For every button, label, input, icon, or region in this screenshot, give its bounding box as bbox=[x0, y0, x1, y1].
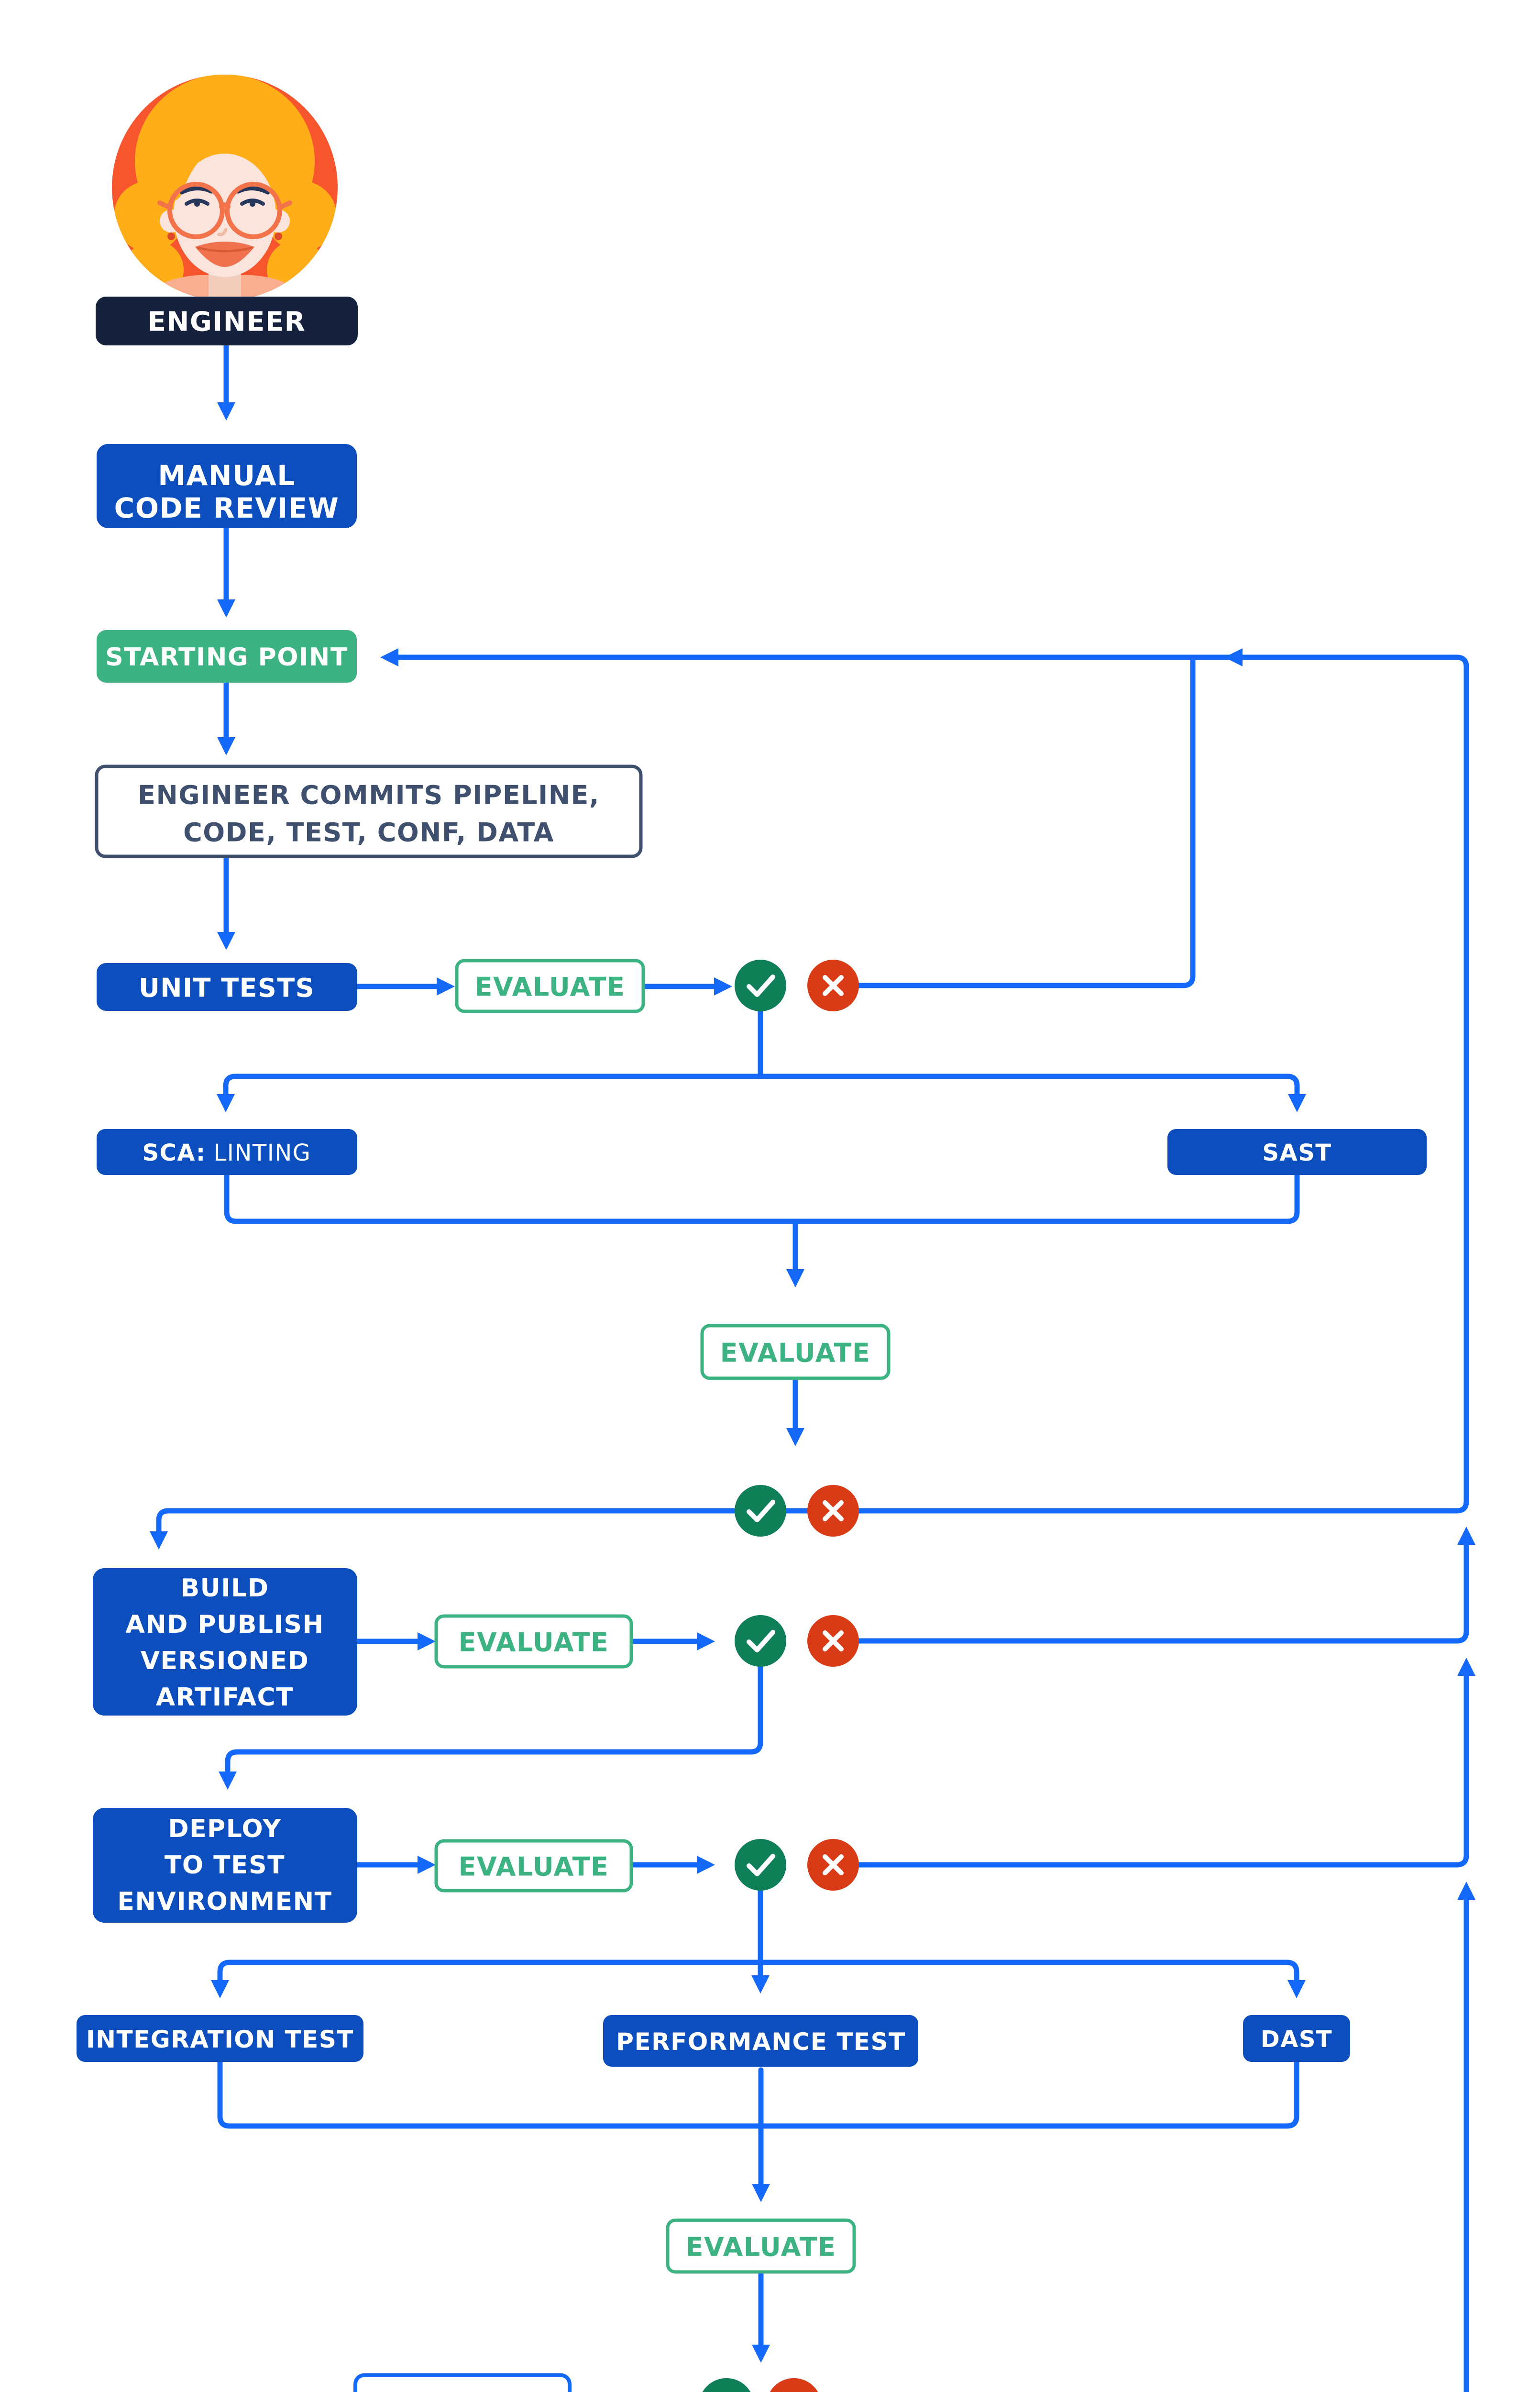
pass-icon-4 bbox=[735, 1839, 786, 1891]
avatar-hair-fringe bbox=[154, 113, 309, 202]
connectors bbox=[150, 343, 1475, 2392]
avatar-pupil-right bbox=[250, 201, 255, 207]
check-icon bbox=[747, 975, 775, 997]
check-icon bbox=[747, 1500, 775, 1522]
evaluate-4-text: EVALUATE bbox=[459, 1852, 609, 1882]
node-dast: DAST bbox=[1243, 2015, 1350, 2062]
check-icon bbox=[747, 1854, 775, 1876]
connector-fail5-up bbox=[1457, 1882, 1475, 2392]
node-evaluate-4: EVALUATE bbox=[434, 1839, 633, 1893]
node-sast: SAST bbox=[1167, 1129, 1427, 1175]
pass-icon-2 bbox=[735, 1485, 786, 1537]
node-deploy-test: DEPLOY TO TEST ENVIRONMENT bbox=[93, 1808, 357, 1923]
evaluate-3-text: EVALUATE bbox=[459, 1628, 609, 1658]
x-icon bbox=[823, 975, 844, 996]
connector-fail3-up bbox=[856, 1527, 1475, 1644]
check-icon bbox=[747, 1630, 775, 1652]
unit-tests-text: UNIT TESTS bbox=[139, 973, 315, 1003]
pass-icon-1 bbox=[735, 960, 786, 1011]
fail-icon-5 bbox=[770, 2378, 818, 2392]
build-line1: BUILD bbox=[180, 1574, 269, 1603]
node-starting-point: STARTING POINT bbox=[97, 630, 357, 683]
node-evaluate-5: EVALUATE bbox=[666, 2218, 856, 2274]
fail-icon-1 bbox=[807, 960, 859, 1011]
build-line3: VERSIONED bbox=[141, 1647, 309, 1675]
connector-sca-sast-merge bbox=[224, 1171, 1300, 1224]
evaluate-1-text: EVALUATE bbox=[475, 972, 626, 1002]
avatar-earring-right bbox=[275, 233, 282, 240]
manual-line1: MANUAL bbox=[158, 459, 295, 492]
return-arrowhead-into-starting-point bbox=[380, 648, 398, 666]
performance-test-text: PERFORMANCE TEST bbox=[616, 2028, 905, 2056]
node-evaluate-3: EVALUATE bbox=[434, 1614, 633, 1669]
avatar-earring-left bbox=[167, 233, 175, 240]
avatar-eyebrow-right bbox=[236, 186, 270, 195]
connector-split-to-dast bbox=[758, 1960, 1306, 1998]
svg-text:SCA:LINTING: SCA: LINTING bbox=[143, 1140, 311, 1166]
integration-test-text: INTEGRATION TEST bbox=[86, 2026, 354, 2053]
avatar-lips bbox=[195, 242, 254, 267]
starting-point-text: STARTING POINT bbox=[105, 643, 348, 672]
connector-fail-loop-unit bbox=[856, 657, 1196, 988]
avatar-nose bbox=[217, 228, 228, 236]
node-engineer-label: ENGINEER bbox=[96, 297, 358, 345]
x-icon bbox=[823, 1500, 844, 1521]
fail-icon-2 bbox=[807, 1485, 859, 1537]
connector-return-and-sca-row bbox=[150, 654, 1469, 1550]
x-icon bbox=[823, 1854, 844, 1875]
pass-icon-5 bbox=[702, 2378, 751, 2392]
node-performance-test: PERFORMANCE TEST bbox=[603, 2015, 918, 2067]
sast-text: SAST bbox=[1262, 1140, 1331, 1166]
deploy-line2: TO TEST bbox=[165, 1851, 285, 1880]
avatar-pupil-left bbox=[194, 201, 200, 207]
build-line4: ARTIFACT bbox=[156, 1683, 294, 1712]
node-evaluate-1: EVALUATE bbox=[455, 959, 645, 1013]
deploy-line3: ENVIRONMENT bbox=[117, 1887, 332, 1916]
next-phase-text: NEXT PHASE bbox=[374, 2390, 550, 2392]
avatar-glasses bbox=[157, 182, 292, 239]
node-integration-test: INTEGRATION TEST bbox=[77, 2015, 363, 2062]
fail-icon-4 bbox=[807, 1839, 859, 1891]
avatar-eye-right bbox=[240, 199, 265, 206]
node-engineer-commits: ENGINEER COMMITS PIPELINE, CODE, TEST, C… bbox=[95, 764, 643, 858]
deploy-line1: DEPLOY bbox=[168, 1815, 281, 1843]
node-next-phase: NEXT PHASE bbox=[353, 2373, 572, 2392]
dast-text: DAST bbox=[1261, 2026, 1332, 2053]
connector-split-to-integration bbox=[211, 1960, 763, 1998]
node-build-artifact: BUILD AND PUBLISH VERSIONED ARTIFACT bbox=[93, 1568, 357, 1716]
commits-line1: ENGINEER COMMITS PIPELINE, bbox=[138, 780, 600, 810]
x-icon bbox=[823, 1630, 844, 1651]
connector-split-to-sca bbox=[217, 1074, 763, 1112]
avatar-eye-left bbox=[185, 199, 209, 206]
evaluate-5-text: EVALUATE bbox=[686, 2232, 836, 2262]
node-sca-linting: SCA: LINTING bbox=[97, 1129, 357, 1175]
node-unit-tests: UNIT TESTS bbox=[97, 963, 357, 1011]
evaluate-2-text: EVALUATE bbox=[720, 1338, 871, 1368]
connector-fail4-up bbox=[856, 1658, 1475, 1868]
avatar-eyebrow-left bbox=[179, 186, 214, 195]
manual-line2: CODE REVIEW bbox=[114, 492, 340, 524]
pass-icon-3 bbox=[735, 1615, 786, 1667]
connector-split-to-sast bbox=[758, 1074, 1306, 1112]
connector-pass3-to-deploy bbox=[219, 1664, 763, 1790]
build-line2: AND PUBLISH bbox=[126, 1610, 324, 1639]
return-arrowhead-mid bbox=[1224, 648, 1243, 666]
sca-label-bold: SCA: bbox=[143, 1140, 206, 1166]
fail-icon-3 bbox=[807, 1615, 859, 1667]
commits-line2: CODE, TEST, CONF, DATA bbox=[183, 818, 554, 848]
node-evaluate-2: EVALUATE bbox=[700, 1324, 891, 1380]
avatar-lip-line bbox=[197, 246, 253, 253]
engineer-avatar bbox=[112, 75, 338, 300]
sca-label-rest: LINTING bbox=[214, 1140, 311, 1166]
engineer-label-text: ENGINEER bbox=[148, 307, 306, 338]
node-manual-code-review: MANUAL CODE REVIEW bbox=[97, 444, 357, 528]
